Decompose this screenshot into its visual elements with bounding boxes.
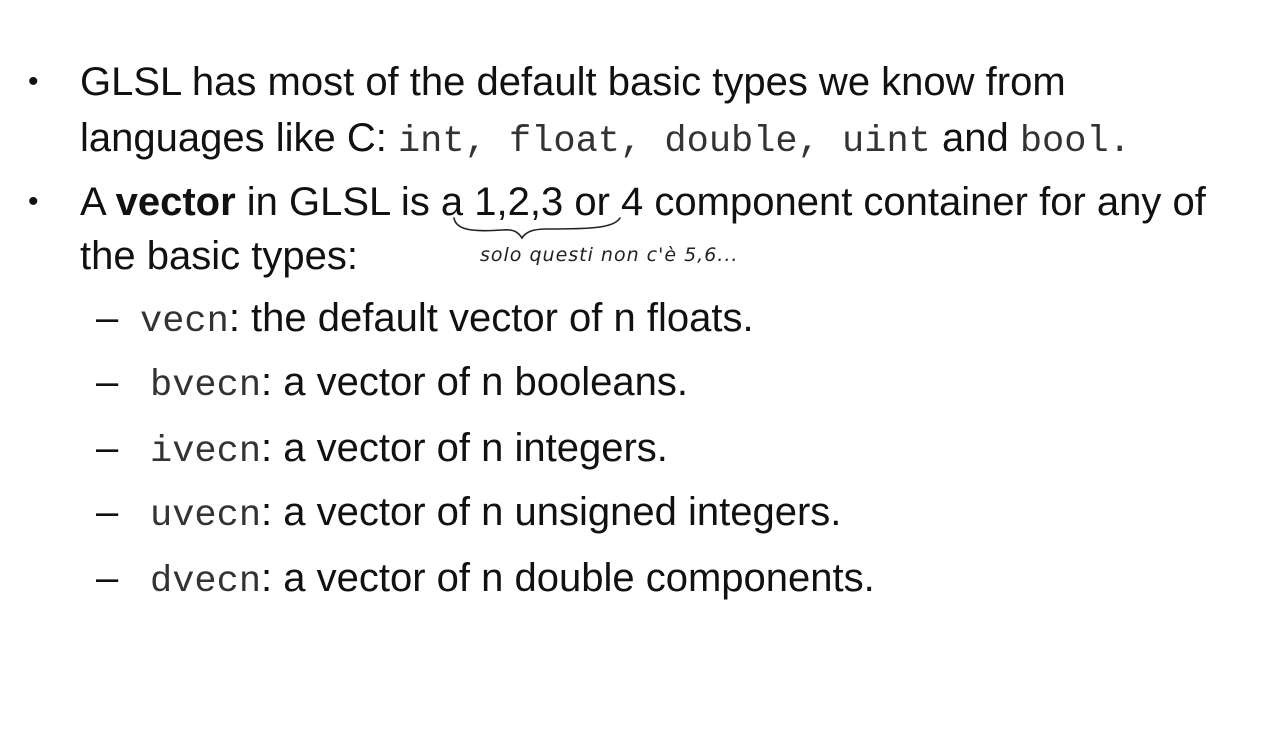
bullet-2-text-a: A bbox=[80, 180, 116, 224]
code-dvecn: dvecn bbox=[150, 561, 262, 603]
bullet-1-text: languages like C: bbox=[80, 116, 398, 160]
desc-dvecn: : a vector of n double components. bbox=[261, 556, 875, 600]
desc-vecn: : the default vector of n floats. bbox=[228, 296, 754, 340]
desc-uvecn: : a vector of n unsigned integers. bbox=[261, 490, 842, 534]
bullet-2-vector-term: vector bbox=[115, 180, 236, 224]
dash-icon: – bbox=[96, 556, 119, 600]
bullet-icon: • bbox=[28, 65, 39, 98]
code-vecn: vecn bbox=[140, 301, 229, 343]
list-item-vecn: vecn: the default vector of n floats. bbox=[140, 294, 754, 346]
list-item-bvecn: bvecn: a vector of n booleans. bbox=[150, 358, 688, 410]
bullet-1-period: . bbox=[1108, 121, 1131, 163]
dash-icon: – bbox=[96, 490, 119, 534]
code-ivecn: ivecn bbox=[150, 431, 262, 473]
bullet-2-text-b: in GLSL is a 1,2,3 or 4 component contai… bbox=[235, 180, 1206, 224]
list-item-ivecn: ivecn: a vector of n integers. bbox=[150, 424, 668, 476]
desc-bvecn: : a vector of n booleans. bbox=[261, 360, 688, 404]
bullet-1-types-code: int, float, double, uint bbox=[397, 121, 931, 163]
dash-icon: – bbox=[96, 296, 119, 340]
handwritten-brace-icon bbox=[453, 217, 621, 240]
handwritten-note: solo questi non c'è 5,6... bbox=[480, 244, 739, 266]
dash-icon: – bbox=[96, 360, 119, 404]
code-bvecn: bvecn bbox=[150, 365, 262, 407]
bullet-1-bool-code: bool bbox=[1019, 121, 1109, 163]
code-uvecn: uvecn bbox=[150, 495, 262, 537]
bullet-2-line-1: A vector in GLSL is a 1,2,3 or 4 compone… bbox=[80, 178, 1206, 226]
list-item-uvecn: uvecn: a vector of n unsigned integers. bbox=[150, 488, 841, 540]
list-item-dvecn: dvecn: a vector of n double components. bbox=[150, 554, 875, 606]
bullet-icon: • bbox=[28, 185, 39, 218]
desc-ivecn: : a vector of n integers. bbox=[261, 426, 668, 470]
bullet-1-line-1: GLSL has most of the default basic types… bbox=[80, 60, 1066, 104]
dash-icon: – bbox=[96, 426, 119, 470]
bullet-2-line-2: the basic types: bbox=[80, 234, 358, 278]
bullet-1-line-2: languages like C: int, float, double, ui… bbox=[80, 114, 1131, 166]
bullet-1-and: and bbox=[930, 116, 1020, 160]
